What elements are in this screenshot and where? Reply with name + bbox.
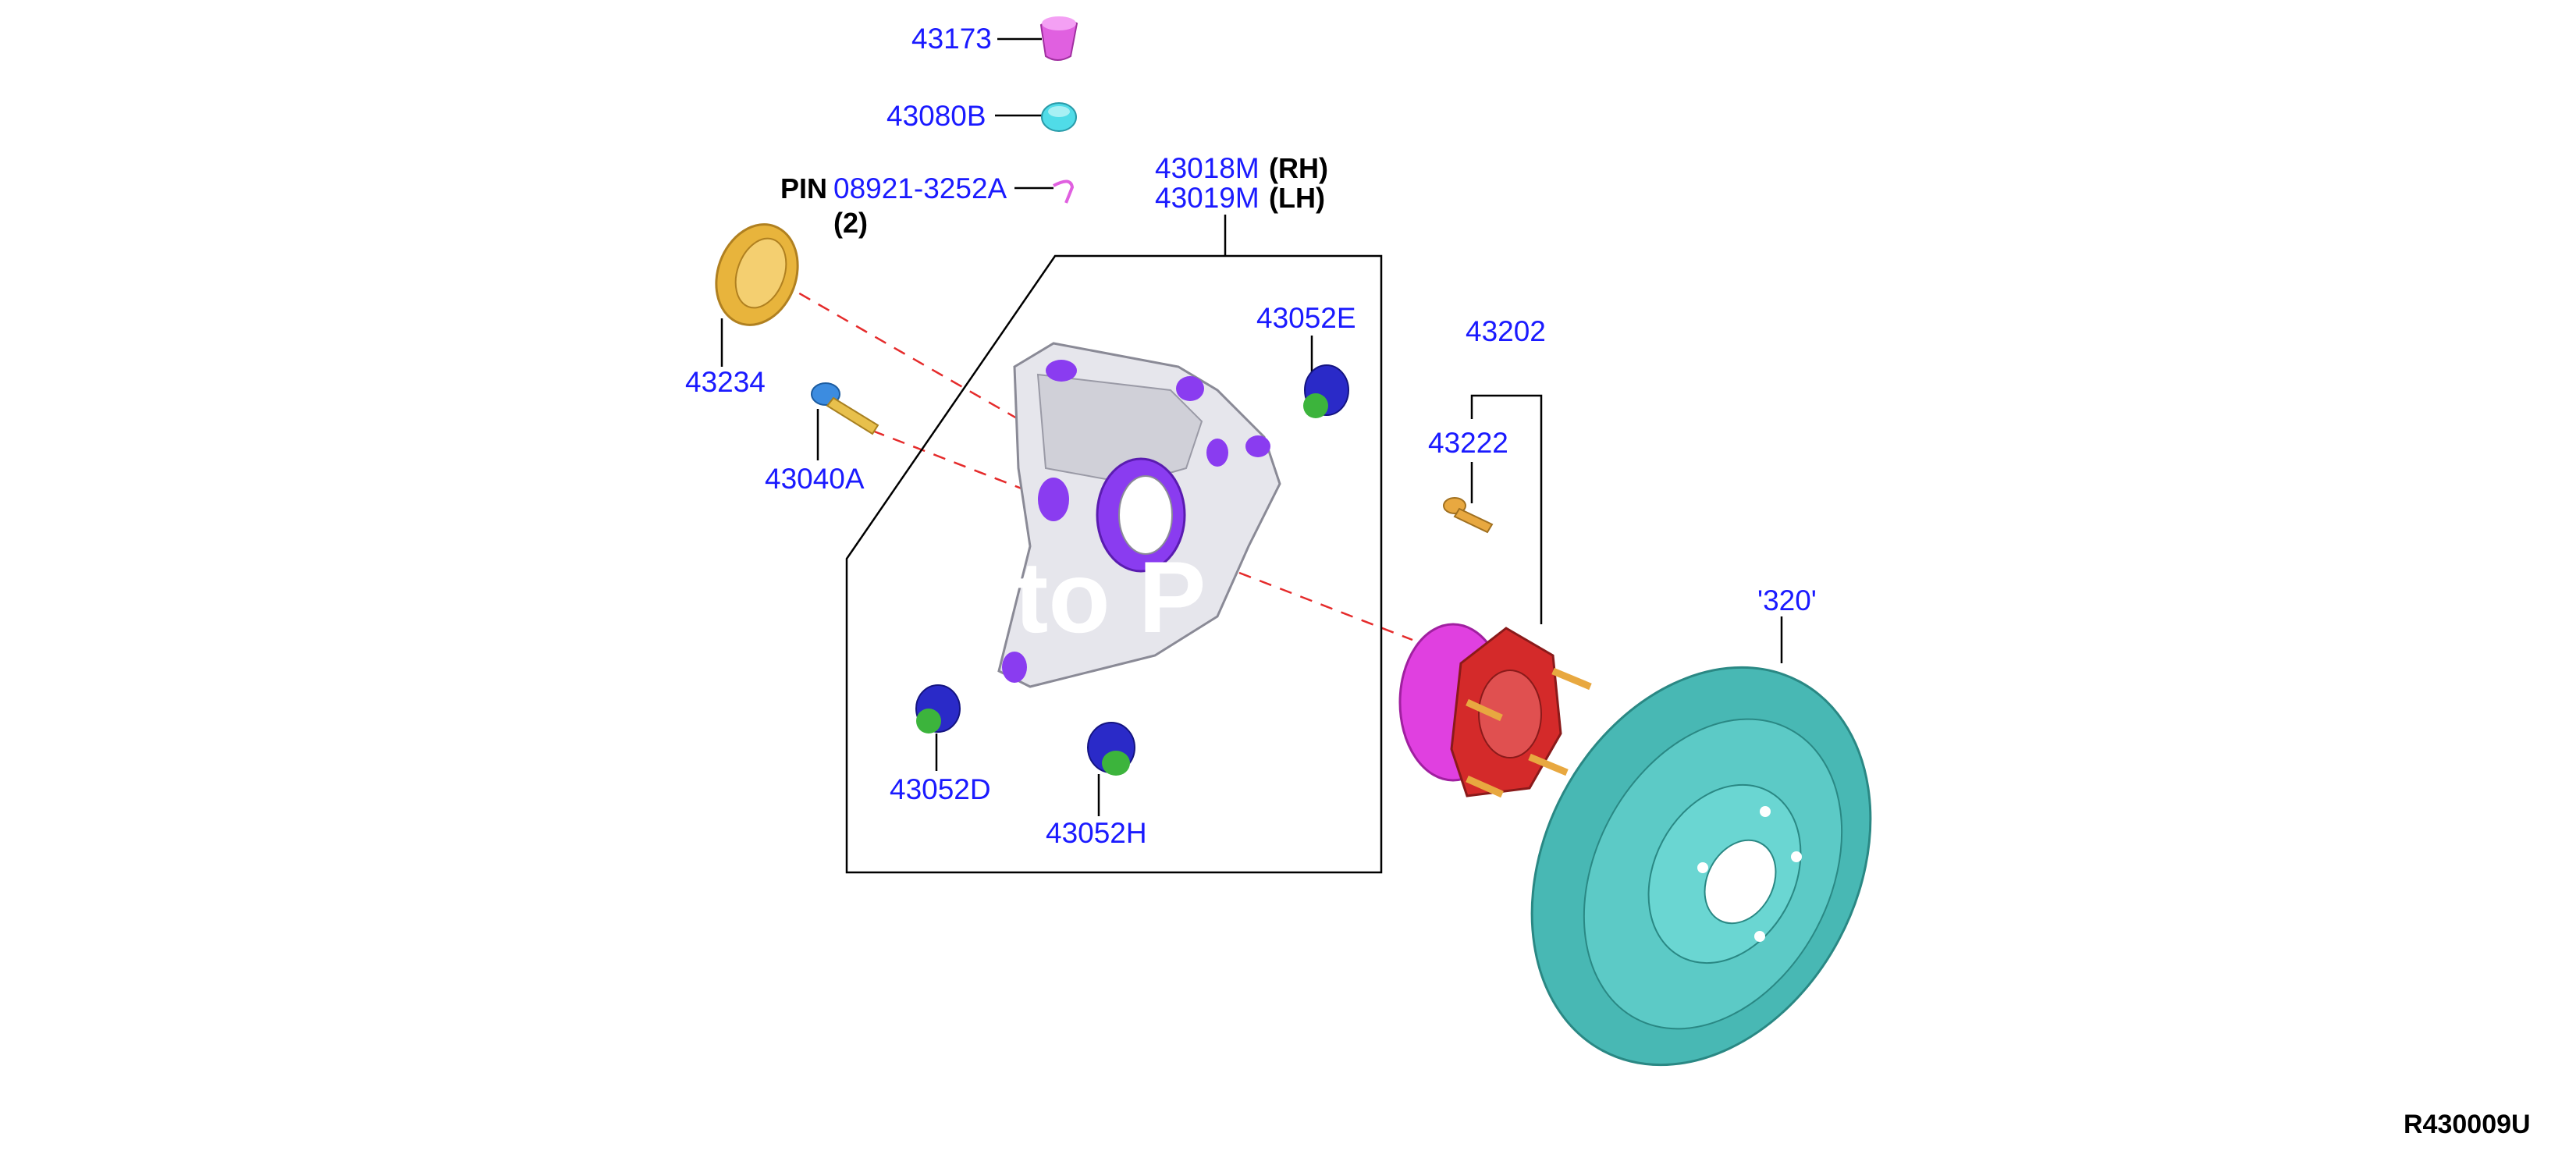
label-43080b: 43080B — [886, 100, 986, 132]
label-43040a: 43040A — [765, 463, 865, 495]
alignment-line-seal — [780, 281, 1023, 423]
watermark-text: to P — [1014, 540, 1206, 654]
stud-icon — [1443, 497, 1494, 534]
knuckle-icon — [997, 342, 1281, 688]
label-43018m: 43018M — [1155, 152, 1260, 184]
label-pin-number: 08921-3252A — [833, 172, 1007, 204]
hub-bearing-icon — [1398, 623, 1592, 798]
brake-disc-icon — [1530, 666, 1872, 1067]
bushing-icon — [1303, 364, 1349, 418]
label-43206-partial: '320' — [1757, 584, 1817, 616]
cap-cyan-icon — [1041, 102, 1077, 132]
label-43052h: 43052H — [1046, 817, 1147, 849]
label-lh: (LH) — [1269, 182, 1325, 214]
label-43052d: 43052D — [890, 773, 991, 805]
label-43173: 43173 — [911, 23, 992, 55]
knuckle-group-frame — [845, 254, 1383, 874]
pin-icon — [1053, 179, 1075, 204]
bolt-icon — [811, 382, 879, 435]
figure-code: R430009U — [2404, 1110, 2531, 1139]
leader-43202 — [1470, 394, 1543, 624]
label-43019m: 43019M — [1155, 182, 1260, 214]
cap-magenta-icon — [1039, 16, 1078, 61]
label-pin-word: PIN — [780, 172, 827, 204]
label-43052e: 43052E — [1256, 302, 1356, 334]
bushing-icon — [1087, 722, 1135, 776]
label-pin-qty: (2) — [833, 207, 868, 239]
label-43222: 43222 — [1428, 427, 1508, 459]
label-rh: (RH) — [1269, 152, 1328, 184]
label-43234: 43234 — [685, 366, 766, 398]
bushing-icon — [915, 684, 961, 734]
seal-ring-icon — [715, 223, 799, 326]
label-43202: 43202 — [1466, 315, 1546, 347]
